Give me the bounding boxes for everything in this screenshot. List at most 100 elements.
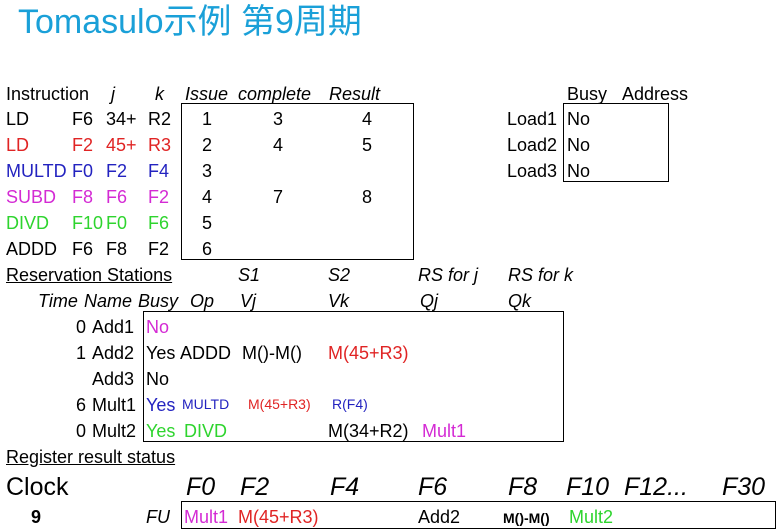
load-busy: No — [567, 161, 591, 181]
rs-op: DIVD — [184, 421, 228, 441]
reg-fu-f2: M(45+R3) — [238, 507, 319, 527]
rs-header-name: Name — [84, 291, 133, 311]
instr-j: F6 — [106, 187, 128, 207]
instr-dst: F2 — [72, 135, 94, 155]
register-title: Register result status — [6, 447, 176, 467]
rs-name: Mult1 — [92, 395, 137, 415]
rs-header-time: Time — [38, 291, 78, 311]
instr-k: R3 — [148, 135, 172, 155]
rs-group-s1: S1 — [238, 265, 261, 285]
rs-header-vj: Vj — [240, 291, 257, 311]
instr-dst: F8 — [72, 187, 94, 207]
rs-header-qk: Qk — [508, 291, 532, 311]
rs-vk: R(F4) — [332, 396, 368, 412]
instr-dst: F6 — [72, 239, 94, 259]
rs-op: MULTD — [182, 396, 230, 412]
instr-issue: 1 — [202, 109, 213, 129]
header-k: k — [155, 84, 164, 104]
rs-time: 0 — [76, 317, 87, 337]
rs-name: Add1 — [92, 317, 135, 337]
instr-result: 4 — [362, 109, 373, 129]
instr-op: LD — [6, 109, 30, 129]
instr-j: F0 — [106, 213, 128, 233]
instr-k: F2 — [148, 239, 170, 259]
load-header-address: Address — [622, 84, 689, 104]
rs-vj: M(45+R3) — [248, 396, 311, 412]
instr-dst: F0 — [72, 161, 94, 181]
rs-vk: M(45+R3) — [328, 343, 409, 363]
instr-j: F8 — [106, 239, 128, 259]
rs-group-rsj: RS for j — [418, 265, 479, 285]
instr-result: 8 — [362, 187, 373, 207]
clock-label: Clock — [6, 473, 69, 501]
instr-issue: 4 — [202, 187, 213, 207]
instr-issue: 5 — [202, 213, 213, 233]
reg-header-f10: F10 — [566, 473, 610, 501]
reg-header-f8: F8 — [508, 473, 538, 501]
instr-k: F4 — [148, 161, 170, 181]
reg-header-f6: F6 — [418, 473, 448, 501]
rs-busy: No — [146, 369, 170, 389]
reg-header-f30: F30 — [722, 473, 766, 501]
instr-dst: F10 — [72, 213, 104, 233]
reg-header-f4: F4 — [330, 473, 360, 501]
rs-op: ADDD — [180, 343, 232, 363]
instr-k: F2 — [148, 187, 170, 207]
header-instruction: Instruction — [6, 84, 90, 104]
rs-name: Add2 — [92, 343, 135, 363]
header-issue: Issue — [185, 84, 229, 104]
reg-fu-f8: M()-M() — [503, 510, 550, 526]
rs-box — [143, 311, 564, 442]
rs-name: Mult2 — [92, 421, 137, 441]
reg-header-f0: F0 — [186, 473, 216, 501]
slide-title: Tomasulo示例 第9周期 — [18, 3, 362, 41]
rs-header-op: Op — [190, 291, 215, 311]
rs-time: 1 — [76, 343, 87, 363]
instr-j: 34+ — [106, 109, 137, 129]
rs-vk: M(34+R2) — [328, 421, 409, 441]
instr-k: F6 — [148, 213, 170, 233]
header-result: Result — [329, 84, 381, 104]
rs-busy: Yes — [146, 421, 176, 441]
load-busy: No — [567, 135, 591, 155]
rs-header-qj: Qj — [420, 291, 438, 311]
instr-op: ADDD — [6, 239, 58, 259]
instr-issue: 6 — [202, 239, 213, 259]
instr-j: F2 — [106, 161, 128, 181]
header-complete: complete — [238, 84, 312, 104]
reg-header-f12: F12... — [624, 473, 688, 501]
clock-value: 9 — [31, 507, 42, 527]
load-name: Load2 — [507, 135, 558, 155]
rs-busy: No — [146, 317, 170, 337]
rs-name: Add3 — [92, 369, 135, 389]
instr-issue: 3 — [202, 161, 213, 181]
instr-j: 45+ — [106, 135, 137, 155]
reg-fu-f0: Mult1 — [184, 507, 229, 527]
reg-fu-f10: Mult2 — [569, 507, 614, 527]
reg-fu-f6: Add2 — [418, 507, 461, 527]
instr-k: R2 — [148, 109, 172, 129]
instr-op: MULTD — [6, 161, 67, 181]
rs-title: Reservation Stations — [6, 265, 173, 285]
load-buffer-box — [563, 103, 669, 182]
rs-vj: M()-M() — [242, 343, 302, 363]
rs-header-busy: Busy — [138, 291, 179, 311]
rs-time: 6 — [76, 395, 87, 415]
load-name: Load1 — [507, 109, 558, 129]
rs-busy: Yes — [146, 395, 176, 415]
fu-label: FU — [146, 507, 170, 527]
instr-result: 5 — [362, 135, 373, 155]
rs-group-rsk: RS for k — [508, 265, 574, 285]
rs-header-vk: Vk — [328, 291, 350, 311]
instruction-status-box — [181, 103, 414, 260]
rs-time: 0 — [76, 421, 87, 441]
load-busy: No — [567, 109, 591, 129]
header-j: j — [111, 84, 115, 104]
rs-qj: Mult1 — [422, 421, 467, 441]
instr-op: SUBD — [6, 187, 57, 207]
instr-op: LD — [6, 135, 30, 155]
instr-dst: F6 — [72, 109, 94, 129]
instr-complete: 3 — [273, 109, 284, 129]
reg-header-f2: F2 — [240, 473, 270, 501]
load-header-busy: Busy — [567, 84, 608, 104]
